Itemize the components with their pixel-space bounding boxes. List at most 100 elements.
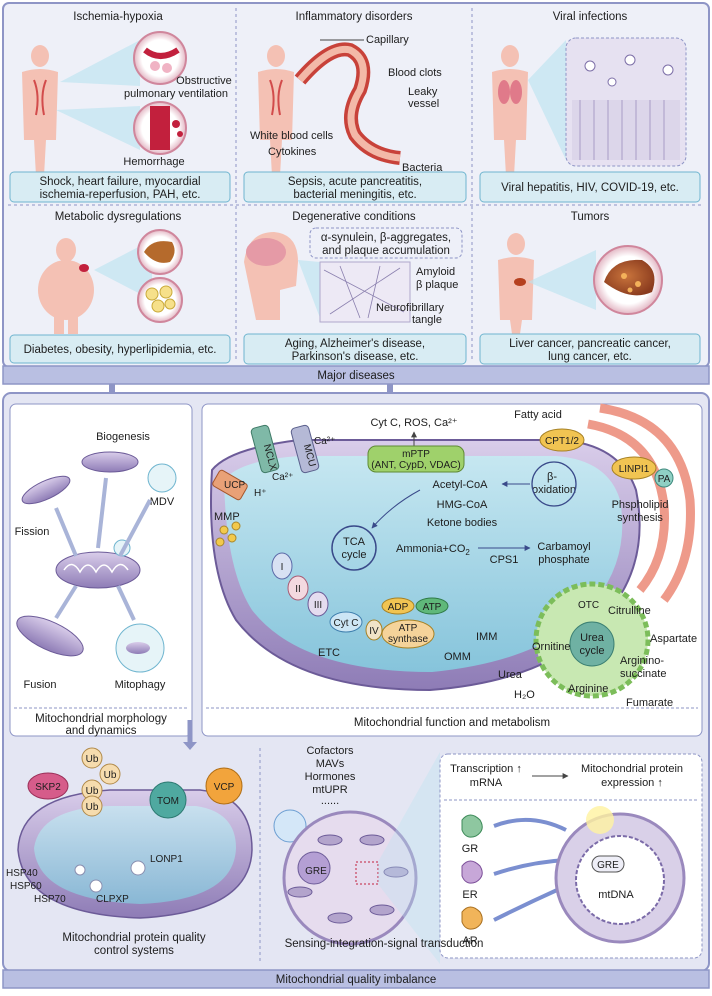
viral-title: Viral infections (553, 11, 628, 23)
protein-qc-caption-2: control systems (94, 945, 174, 957)
ub-label-1: Ub (86, 754, 99, 765)
receptor-icon (273, 809, 307, 843)
hsp60-label: HSP60 (10, 881, 42, 892)
synuclein-label: α-synulein, β-aggregates, (321, 232, 451, 244)
beta-plaque-label: β plaque (416, 279, 458, 291)
tca-label: TCA (343, 536, 366, 548)
mdv-vesicle (147, 463, 177, 493)
hemorrhage-label: Hemorrhage (123, 156, 184, 168)
capillary-label: Capillary (366, 34, 409, 46)
cell-mitochondria (287, 834, 409, 924)
skp2-label: SKP2 (35, 782, 61, 793)
ornitine-label: Ornitine (532, 641, 571, 653)
fusion-label: Fusion (23, 679, 56, 691)
human-body-icon (258, 45, 294, 176)
complex-iv-label: IV (369, 626, 379, 637)
obstructive-label: Obstructive (176, 75, 232, 87)
human-body-icon (22, 45, 58, 176)
clpxp-label: CLPXP (96, 894, 129, 905)
ub-label-4: Ub (86, 802, 99, 813)
tom-label: TOM (157, 796, 179, 807)
mitophagy-label: Mitophagy (115, 679, 166, 691)
cofactors-label: Cofactors (306, 745, 354, 757)
atp-label: ATP (423, 602, 442, 613)
arrow-down-left (183, 742, 197, 750)
degenerative-caption-box (243, 333, 467, 365)
linpi-enzyme (611, 456, 657, 480)
viral-caption: Viral hepatitis, HIV, COVID-19, etc. (501, 182, 679, 194)
plaque-accumulation-label: and plaque accumulation (322, 245, 450, 257)
degenerative-caption-2: Parkinson's disease, etc. (292, 351, 419, 363)
aspartate-label: Aspartate (650, 633, 697, 645)
etc-label: ETC (318, 647, 340, 659)
fission-label: Fission (15, 526, 50, 538)
mmp-charges (215, 521, 241, 547)
degenerative-caption-1: Aging, Alzheimer's disease, (285, 338, 425, 350)
hsp40-label: HSP40 (6, 868, 38, 879)
morphology-caption-2: and dynamics (66, 725, 137, 737)
inflammatory-title: Inflammatory disorders (296, 11, 413, 23)
gr-label: GR (462, 843, 479, 855)
head-brain-icon (244, 232, 298, 320)
metabolic-caption-box (9, 334, 231, 364)
pa-label: PA (658, 474, 671, 485)
ischemia-caption-2: ischemia-reperfusion, PAH, etc. (40, 189, 201, 201)
complex-i-label: I (281, 562, 284, 573)
bacteria-label: Bacteria (402, 162, 443, 174)
protein-expression-label-1: Mitochondrial protein (581, 763, 683, 775)
adp-chip (381, 597, 415, 615)
hmg-coa-label: HMG-CoA (437, 499, 488, 511)
hsp70-label: HSP70 (34, 894, 66, 905)
cycle-label: cycle (341, 549, 366, 561)
linpi-label: LINPI1 (619, 464, 650, 475)
cytokines-label: Cytokines (268, 146, 317, 158)
mavs-label: MAVs (316, 758, 345, 770)
ketone-bodies-label: Ketone bodies (427, 517, 498, 529)
morphology-caption-1: Mitochondrial morphology (35, 713, 167, 725)
mtupr-label: mtUPR (312, 784, 348, 796)
protein-expression-label-2: expression ↑ (601, 777, 663, 789)
mcu-channel (290, 424, 320, 474)
inflammatory-caption-1: Sepsis, acute pancreatitis, (288, 176, 422, 188)
sensing-caption: Sensing-integration-signal transduction (285, 938, 484, 950)
mptp-box (367, 445, 465, 473)
ammonia-label: Ammonia+CO2 (396, 543, 470, 557)
ar-label: AR (462, 935, 477, 947)
pa-circle (654, 468, 674, 488)
imm-label: IMM (476, 631, 497, 643)
mmp-label: MMP (214, 511, 240, 523)
panel-function: NCLX MCU Ca²⁺ UCP H⁺ Ca²⁺ MMP Cyt C, ROS… (201, 403, 703, 737)
argsucc-label-2: succinate (620, 668, 666, 680)
synthesis-label: synthesis (617, 512, 663, 524)
viral-caption-box (479, 171, 701, 203)
protease-icons (74, 860, 146, 893)
mptp-components-label: (ANT, CypD, VDAC) (371, 460, 460, 471)
atp-synthase-label-1: ATP (399, 623, 418, 634)
gre-box-label: GRE (597, 860, 619, 871)
cytc-label: Cyt C (334, 618, 359, 629)
ca-in-label: Ca²⁺ (272, 472, 293, 483)
quality-imbalance-label: Mitochondrial quality imbalance (276, 974, 436, 986)
h2o-label: H₂O (514, 689, 535, 701)
er-label: ER (462, 889, 477, 901)
urea-label: Urea (498, 669, 523, 681)
virus-particles (584, 54, 674, 87)
panel-degenerative: Degenerative conditions α-synulein, β-ag… (243, 211, 467, 365)
hormones-label: Hormones (305, 771, 356, 783)
zoom-box (355, 861, 379, 885)
blood-clots-label: Blood clots (388, 67, 442, 79)
atp-synthase-label-2: synthase (388, 634, 428, 645)
plaque-tangle-box (319, 261, 411, 323)
major-diseases-band (2, 365, 710, 385)
nclx-channel (250, 424, 280, 474)
panel-ischemia: Ischemia-hypoxia Obstructive pulmonary v… (9, 11, 232, 203)
quality-band (2, 969, 710, 989)
urea-cycle-label-2: cycle (579, 645, 604, 657)
gre-box (591, 855, 625, 873)
vcp-complex (205, 767, 243, 805)
cytc-ros-ca-label: Cyt C, ROS, Ca²⁺ (370, 417, 457, 429)
lonp1-label: LONP1 (150, 854, 183, 865)
nucleus (297, 851, 331, 885)
complex-ii-label: II (295, 584, 301, 595)
atp-synthase (381, 619, 435, 649)
